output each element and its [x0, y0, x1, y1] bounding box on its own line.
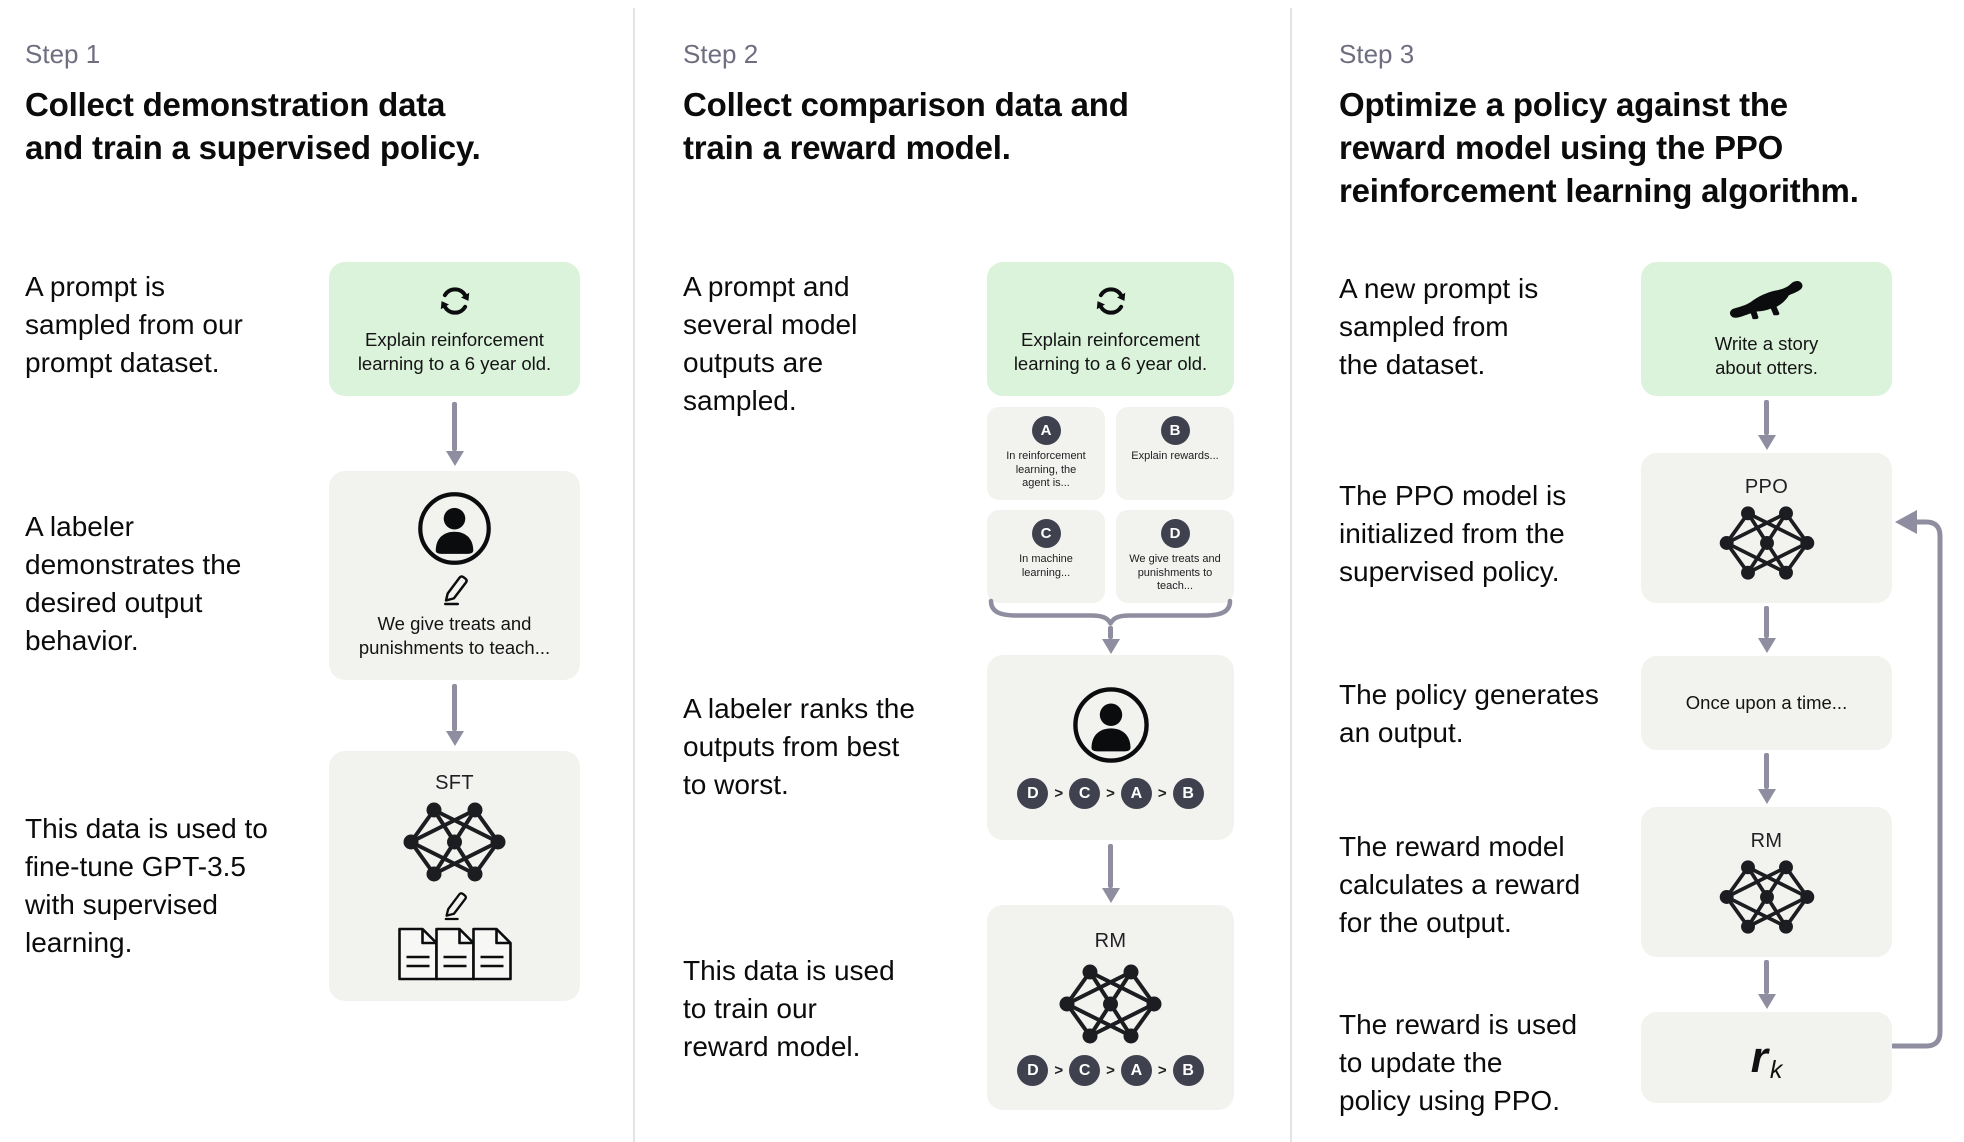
letter-chip-b: B — [1160, 416, 1190, 445]
step-3-label: Step 3 — [1339, 39, 1415, 69]
output-cell-a: A In reinforcement learning, the agent i… — [987, 407, 1105, 500]
person-icon — [1072, 686, 1150, 764]
rank-chip-3: A — [1120, 778, 1152, 809]
step-3-prompt-box: Write a story about otters. — [1641, 262, 1892, 396]
step-2-caption-prompt: A prompt and several model outputs are s… — [683, 271, 858, 416]
step-2-prompt-text: Explain reinforcement learning to a 6 ye… — [1013, 329, 1208, 374]
step-2-label: Step 2 — [683, 39, 759, 69]
step-2-caption-ranks: A labeler ranks the outputs from best to… — [683, 693, 915, 800]
rank-chip-3: A — [1120, 1055, 1152, 1086]
step-3-caption-output: The policy generates an output. — [1339, 679, 1599, 748]
pencil-icon — [443, 575, 468, 606]
flow-arrow — [1757, 400, 1776, 450]
network-icon — [1717, 859, 1816, 935]
step-3-prompt-text: Write a story about otters. — [1714, 333, 1819, 378]
column-divider-2 — [1290, 8, 1292, 1142]
rank-chip-4: B — [1172, 778, 1204, 809]
flow-arrow — [1101, 844, 1120, 903]
flow-arrow — [445, 684, 464, 746]
letter-chip-a: A — [1031, 416, 1061, 445]
otter-icon — [1729, 280, 1802, 320]
step-1-title: Collect demonstration data and train a s… — [25, 86, 481, 166]
rank-separator: > — [1106, 1062, 1115, 1079]
ranking-row: D > C > A > B — [1017, 778, 1204, 809]
output-cell-d: D We give treats and punishments to teac… — [1116, 510, 1234, 603]
documents-stack — [396, 927, 514, 981]
cycle-icon — [1094, 287, 1127, 315]
rank-separator: > — [1054, 1062, 1064, 1079]
step-1-label: Step 1 — [25, 39, 101, 69]
pencil-icon — [444, 892, 467, 921]
rank-chip-1: D — [1017, 1055, 1049, 1086]
step-1-caption-prompt: A prompt is sampled from our prompt data… — [25, 271, 243, 378]
network-icon — [402, 801, 507, 883]
step-1-labeler-text: We give treats and punishments to teach.… — [358, 613, 551, 658]
network-icon — [1717, 505, 1816, 581]
cycle-icon — [438, 287, 471, 315]
step-1-sft-box: SFT — [329, 751, 580, 1001]
step-3-caption-init: The PPO model is initialized from the su… — [1339, 480, 1567, 587]
ppo-label: PPO — [1744, 476, 1789, 498]
letter-chip-c: C — [1031, 519, 1061, 548]
step-1-prompt-text: Explain reinforcement learning to a 6 ye… — [357, 329, 552, 374]
step-3-caption-update: The reward is used to update the policy … — [1339, 1009, 1578, 1116]
step-3-reward-box: r k — [1641, 1012, 1892, 1103]
step-3-rm-box: RM — [1641, 807, 1892, 957]
output-text-d: We give treats and punishments to teach.… — [1129, 553, 1221, 592]
column-divider-1 — [633, 8, 635, 1142]
step-3-caption-prompt: A new prompt is sampled from the dataset… — [1339, 273, 1539, 380]
rm-label: RM — [1750, 830, 1783, 852]
rank-separator: > — [1157, 785, 1167, 802]
step-3-title: Optimize a policy against the reward mod… — [1339, 86, 1859, 209]
step-1-caption-labeler: A labeler demonstrates the desired outpu… — [25, 511, 242, 656]
rm-label: RM — [1094, 930, 1127, 952]
step-2-prompt-box: Explain reinforcement learning to a 6 ye… — [987, 262, 1234, 396]
output-text-a: In reinforcement learning, the agent is.… — [1006, 450, 1086, 489]
person-icon — [417, 491, 492, 566]
step-2-rm-box: RM D > C > A > B — [987, 905, 1234, 1110]
rank-separator: > — [1054, 785, 1064, 802]
reward-base: r — [1750, 1032, 1768, 1082]
rank-chip-2: C — [1069, 1055, 1101, 1086]
document-icon — [471, 927, 512, 981]
step-1-caption-finetune: This data is used to fine-tune GPT-3.5 w… — [25, 813, 268, 958]
step-2-title: Collect comparison data and train a rewa… — [683, 86, 1129, 166]
rank-chip-1: D — [1017, 778, 1049, 809]
ranking-row: D > C > A > B — [1017, 1055, 1204, 1086]
network-icon — [1058, 963, 1163, 1045]
rank-chip-2: C — [1069, 778, 1101, 809]
output-text-c: In machine learning... — [1019, 553, 1073, 579]
flow-arrow — [1757, 606, 1776, 653]
step-3-ppo-box: PPO — [1641, 453, 1892, 603]
flow-arrow — [445, 402, 464, 466]
step-3-output-box: Once upon a time... — [1641, 656, 1892, 750]
output-cell-c: C In machine learning... — [987, 510, 1105, 603]
brace-icon — [988, 598, 1233, 626]
loop-arrow — [1892, 510, 1943, 1049]
output-cell-b: B Explain rewards... — [1116, 407, 1234, 500]
flow-arrow — [1757, 753, 1776, 804]
reward-symbol: r k — [1750, 1032, 1783, 1085]
flow-arrow — [1757, 960, 1776, 1009]
reward-subscript: k — [1769, 1056, 1783, 1084]
step-1-prompt-box: Explain reinforcement learning to a 6 ye… — [329, 262, 580, 396]
rank-separator: > — [1106, 785, 1115, 802]
flow-arrow — [1101, 626, 1120, 654]
sft-label: SFT — [435, 772, 474, 794]
rank-separator: > — [1157, 1062, 1167, 1079]
letter-chip-d: D — [1160, 519, 1190, 548]
rank-chip-4: B — [1172, 1055, 1204, 1086]
step-3-output-text: Once upon a time... — [1685, 692, 1848, 713]
step-2-ranking-box: D > C > A > B — [987, 655, 1234, 840]
step-2-caption-train: This data is used to train our reward mo… — [683, 955, 895, 1062]
step-3-caption-reward: The reward model calculates a reward for… — [1339, 831, 1581, 938]
output-text-b: Explain rewards... — [1131, 450, 1219, 462]
step-1-labeler-box: We give treats and punishments to teach.… — [329, 471, 580, 680]
